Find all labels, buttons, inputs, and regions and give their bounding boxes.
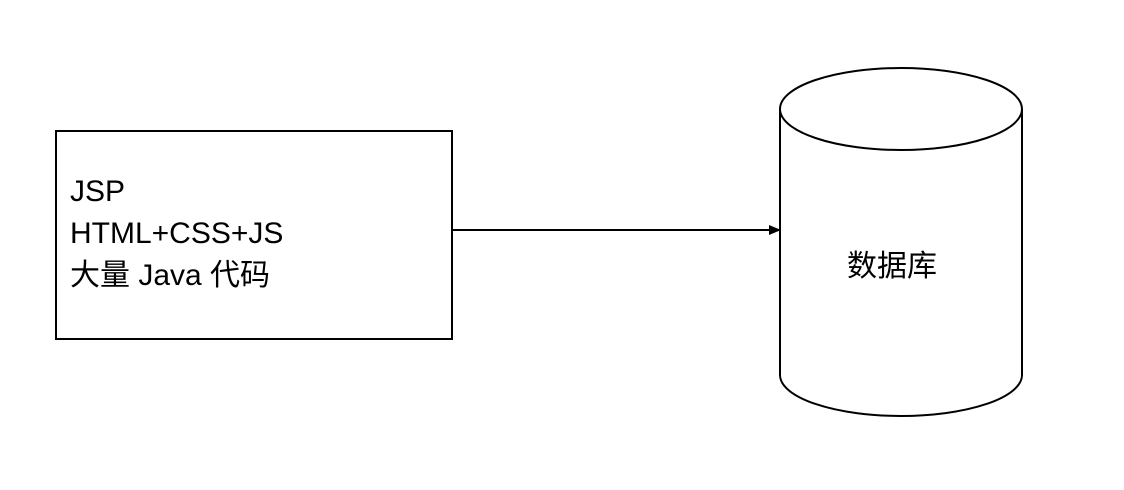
database-label: 数据库 bbox=[847, 250, 937, 283]
jsp-box-line-1: JSP bbox=[70, 175, 125, 208]
jsp-box bbox=[55, 130, 453, 340]
database-node: 数据库 bbox=[779, 67, 1023, 417]
jsp-box-line-3: 大量 Java 代码 bbox=[70, 259, 270, 292]
database-cylinder-top bbox=[779, 67, 1023, 151]
jsp-node: JSP HTML+CSS+JS 大量 Java 代码 bbox=[55, 130, 453, 340]
jsp-box-line-2: HTML+CSS+JS bbox=[70, 217, 283, 250]
database-cylinder-body bbox=[779, 109, 1023, 417]
